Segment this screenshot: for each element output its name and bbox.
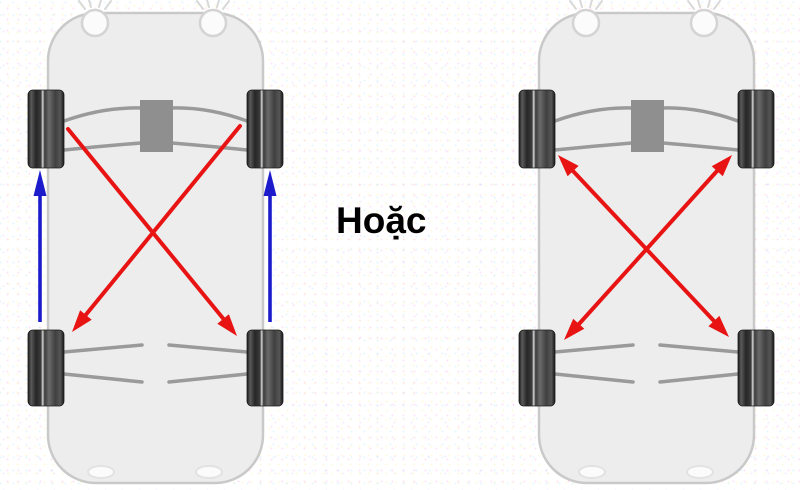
blue-arrowhead-icon — [33, 170, 47, 196]
red-arrowhead-icon — [558, 155, 579, 177]
gearbox — [631, 100, 664, 152]
red-arrowhead-icon — [72, 310, 92, 332]
headlight-right-icon — [687, 0, 721, 38]
headlight-left-icon — [569, 0, 603, 38]
wheel-rear-right — [246, 329, 284, 407]
car-body — [46, 11, 265, 485]
red-arrowhead-icon — [711, 155, 732, 177]
rotation-arrows-right-car — [558, 155, 732, 340]
taillight-left — [578, 465, 606, 479]
wheel-front-right — [246, 89, 284, 169]
taillight-right — [686, 465, 714, 479]
red-arrowhead-icon — [217, 314, 237, 336]
red-arrowhead-icon — [564, 318, 585, 340]
rotation-arrows-left-car — [33, 124, 277, 336]
wheel-front-left — [518, 89, 556, 169]
connector-label: Hoặc — [336, 200, 427, 241]
red-cross-arrow-right-to-rear-left — [82, 124, 242, 319]
taillight-right — [195, 465, 223, 479]
red-cross-arrow-left-to-rear-right — [66, 127, 228, 324]
taillight-left — [87, 465, 115, 479]
blue-arrowhead-icon — [263, 170, 277, 196]
wheel-rear-left — [27, 329, 65, 407]
red-double-arrow-b — [577, 169, 719, 326]
rear-axle — [62, 343, 249, 384]
wheel-front-right — [737, 89, 775, 169]
front-axle — [553, 106, 740, 152]
wheel-rear-left — [518, 329, 556, 407]
headlight-right-icon — [196, 0, 230, 38]
gearbox — [140, 100, 173, 152]
wheel-rear-right — [737, 329, 775, 407]
rear-axle — [553, 343, 740, 384]
front-axle — [62, 106, 249, 152]
red-arrowhead-icon — [708, 315, 729, 337]
red-double-arrow-a — [571, 169, 716, 323]
car-chassis-right — [518, 0, 775, 485]
headlight-left-icon — [78, 0, 112, 38]
wheel-front-left — [27, 89, 65, 169]
car-chassis-left — [27, 0, 284, 485]
